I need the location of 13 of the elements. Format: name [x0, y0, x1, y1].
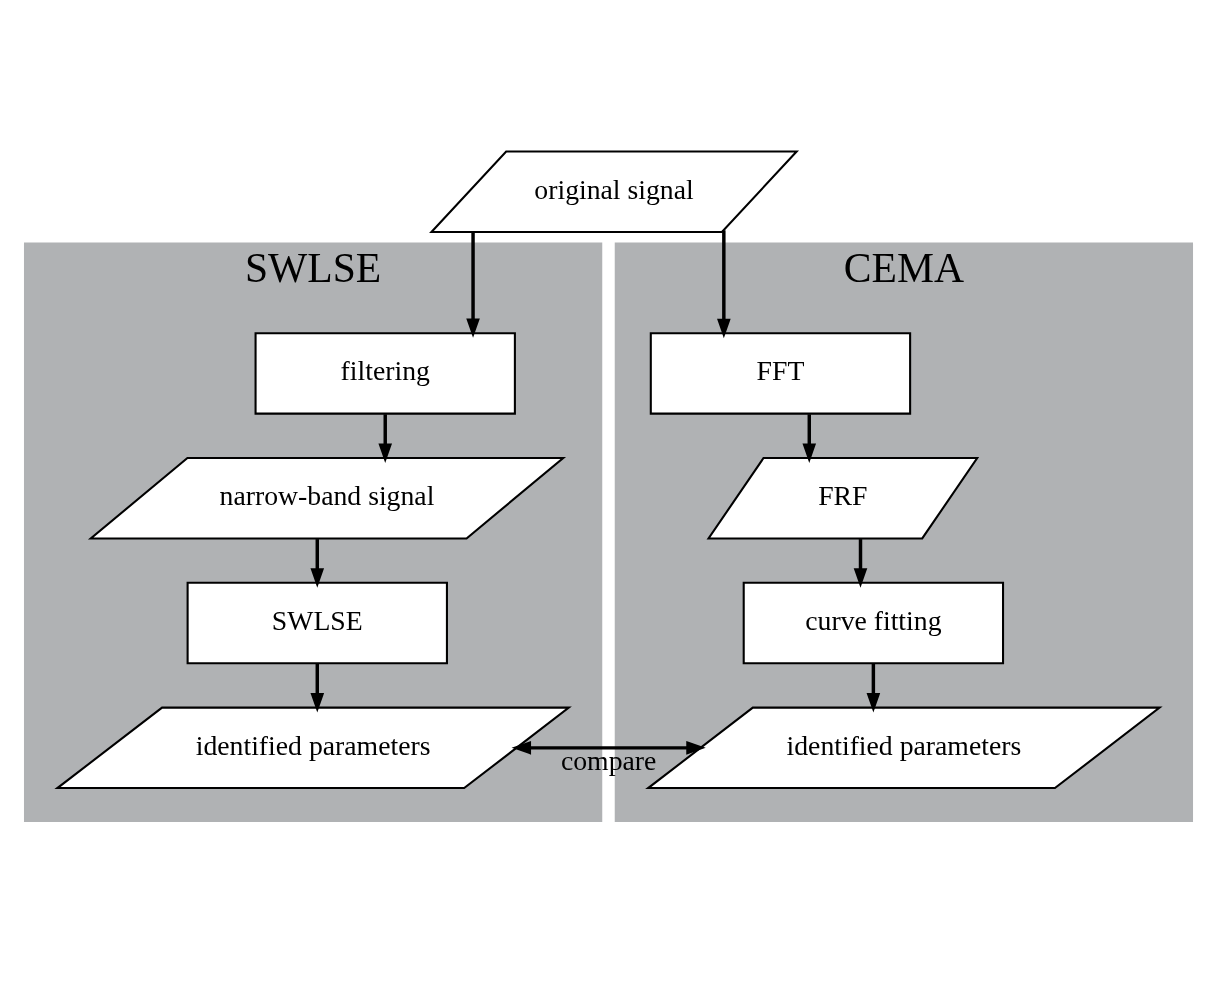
arrow — [310, 538, 325, 588]
arrow — [802, 413, 817, 463]
node-box: FFT — [649, 331, 912, 415]
arrow — [717, 229, 731, 338]
arrow — [511, 740, 706, 755]
arrow — [466, 231, 480, 338]
arrow — [853, 538, 868, 588]
arrow — [310, 663, 325, 713]
node-box: filtering — [254, 331, 516, 415]
arrow — [378, 413, 393, 463]
node-box: curve fitting — [742, 581, 1005, 664]
node-box: SWLSE — [186, 581, 448, 664]
arrow — [866, 663, 881, 713]
